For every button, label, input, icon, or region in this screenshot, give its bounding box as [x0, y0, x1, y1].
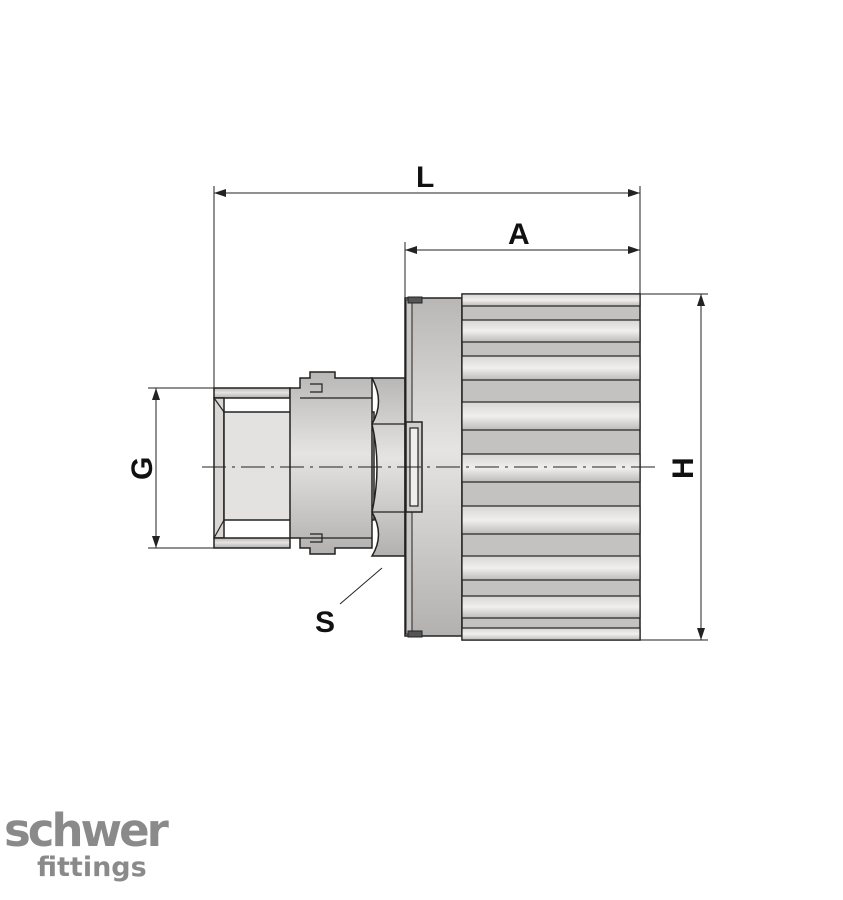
- label-L: L: [416, 161, 434, 194]
- label-S: S: [315, 606, 335, 639]
- label-G: G: [126, 457, 159, 480]
- logo-line-1: schwer: [4, 804, 169, 857]
- logo-line-2: fittings: [37, 852, 147, 883]
- label-A: A: [508, 218, 530, 251]
- hex-nut: [289, 371, 373, 555]
- dimension-G: G: [126, 387, 214, 549]
- dimension-A: A: [404, 218, 641, 298]
- schwer-fittings-logo: schwer fittings: [4, 804, 169, 883]
- dimension-S: S: [315, 567, 383, 639]
- dimension-L: L: [213, 161, 641, 388]
- label-H: H: [667, 457, 700, 479]
- dimension-H: H: [640, 293, 708, 641]
